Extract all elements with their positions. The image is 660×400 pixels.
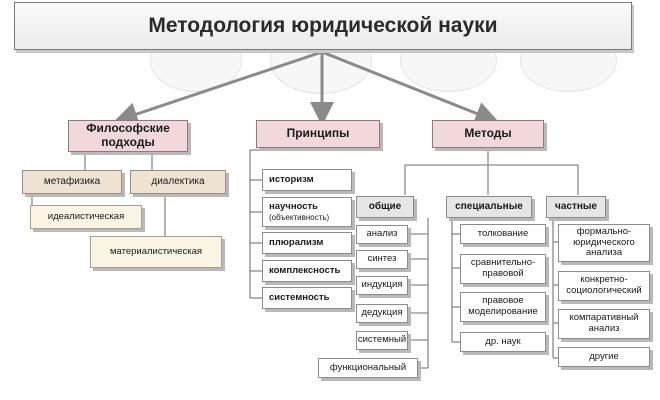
- particular-method-item: конкретно-социологический: [558, 271, 650, 301]
- particular-methods-heading: частные: [546, 196, 606, 218]
- general-method-item: синтез: [356, 250, 408, 269]
- particular-method-item: компаративный анализ: [558, 309, 650, 339]
- special-method-item: др. наук: [460, 332, 546, 352]
- special-method-item: толкование: [460, 224, 546, 244]
- principle-scientific: научность (объективность): [262, 197, 352, 227]
- principle-systemicity: системность: [262, 287, 352, 309]
- metaphysics-node: метафизика: [22, 170, 122, 194]
- dialectics-node: диалектика: [130, 170, 226, 194]
- particular-method-item: формально-юридического анализа: [558, 224, 650, 262]
- general-method-item: дедукция: [356, 304, 408, 323]
- philosophy-heading: Философские подходы: [68, 120, 188, 152]
- particular-method-item: другие: [558, 347, 650, 367]
- general-method-item: функциональный: [318, 358, 418, 378]
- principles-heading: Принципы: [256, 120, 380, 148]
- principle-historicism: историзм: [262, 169, 352, 191]
- principle-complexity: комплексность: [262, 260, 352, 282]
- principle-scientific-note: (объективность): [269, 212, 330, 222]
- general-method-item: анализ: [356, 225, 408, 244]
- idealistic-node: идеалистическая: [30, 205, 142, 229]
- methods-heading: Методы: [432, 120, 544, 148]
- general-methods-heading: общие: [356, 196, 414, 218]
- diagram-title: Методология юридической науки: [14, 2, 632, 50]
- special-methods-heading: специальные: [446, 196, 532, 218]
- principle-scientific-label: научность: [269, 200, 319, 212]
- principle-pluralism: плюрализм: [262, 232, 352, 254]
- special-method-item: правовое моделирование: [460, 292, 546, 322]
- general-method-item: индукция: [356, 276, 408, 295]
- general-method-item: системный: [356, 331, 408, 350]
- special-method-item: сравнительно-правовой: [460, 254, 546, 284]
- materialistic-node: материалистическая: [90, 236, 222, 268]
